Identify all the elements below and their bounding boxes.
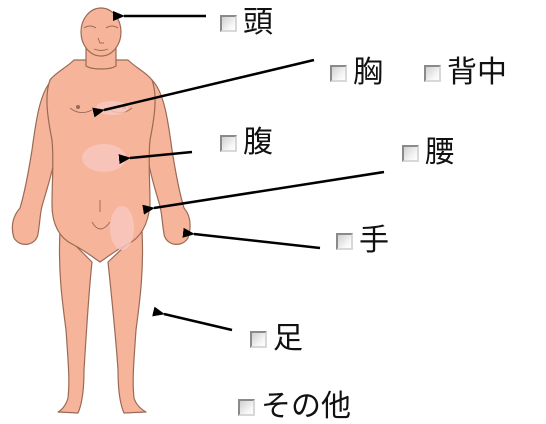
- arrow-hand: [194, 234, 320, 248]
- checkbox-foot[interactable]: [250, 331, 267, 348]
- label-lower-back: 腰: [425, 136, 455, 170]
- label-back: 背中: [447, 56, 507, 90]
- option-hand[interactable]: 手: [336, 224, 389, 258]
- arrow-foot: [164, 314, 232, 330]
- label-foot: 足: [273, 322, 303, 356]
- option-other[interactable]: その他: [238, 390, 351, 424]
- checkbox-lower-back[interactable]: [402, 145, 419, 162]
- label-hand: 手: [359, 224, 389, 258]
- checkbox-chest[interactable]: [330, 65, 347, 82]
- checkbox-other[interactable]: [238, 399, 255, 416]
- option-chest[interactable]: 胸: [330, 56, 383, 90]
- checkbox-head[interactable]: [220, 15, 237, 32]
- checkbox-back[interactable]: [424, 65, 441, 82]
- label-other: その他: [261, 390, 351, 424]
- human-figure: [12, 8, 190, 413]
- option-foot[interactable]: 足: [250, 322, 303, 356]
- arrow-lower-back: [154, 172, 384, 208]
- checkbox-hand[interactable]: [336, 233, 353, 250]
- option-head[interactable]: 頭: [220, 6, 273, 40]
- label-chest: 胸: [353, 56, 383, 90]
- option-back[interactable]: 背中: [424, 56, 507, 90]
- label-abdomen: 腹: [243, 126, 273, 160]
- option-lower-back[interactable]: 腰: [402, 136, 455, 170]
- label-head: 頭: [243, 6, 273, 40]
- checkbox-abdomen[interactable]: [220, 135, 237, 152]
- option-abdomen[interactable]: 腹: [220, 126, 273, 160]
